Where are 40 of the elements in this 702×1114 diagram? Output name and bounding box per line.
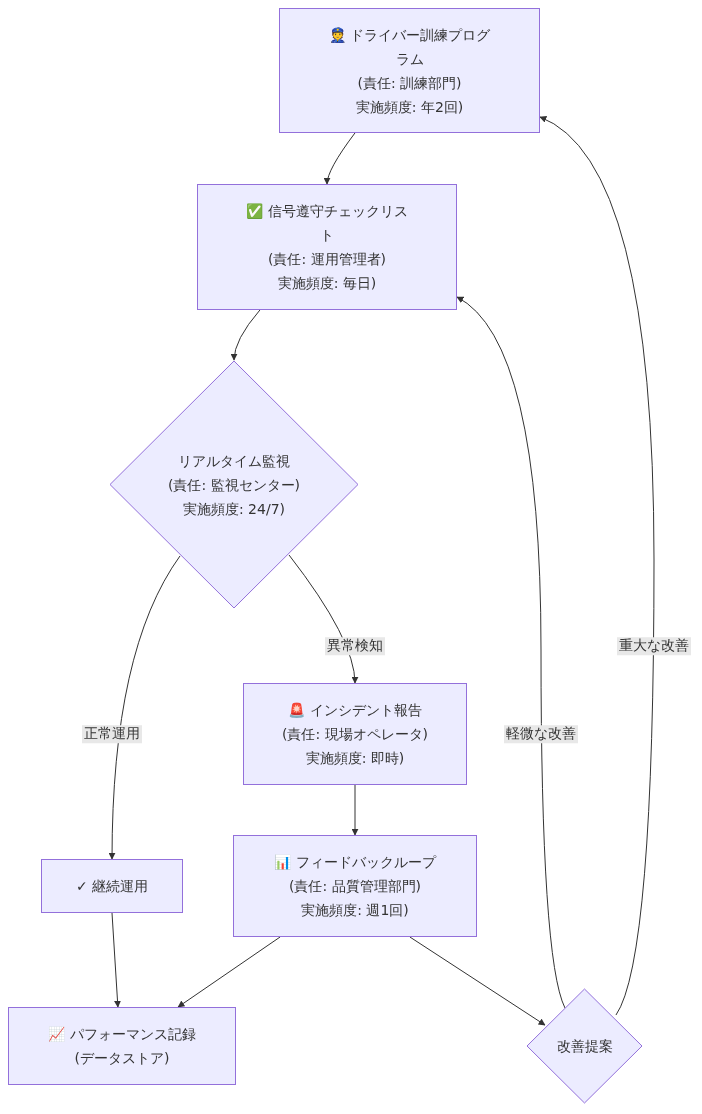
node-text: 実施頻度: 毎日) [277,274,377,293]
node-text: 📊 フィードバックループ [274,853,436,872]
node-text: (データストア) [74,1049,170,1068]
edge-label: 重大な改善 [617,637,691,655]
node-text: 🚨 インシデント報告 [288,701,422,720]
node-text: (責任: 運用管理者) [267,250,387,269]
node-text: 実施頻度: 即時) [305,749,405,768]
node-text: ✅ 信号遵守チェックリスト [245,202,409,245]
node-text: 👮 ドライバー訓練プログラム [327,25,492,69]
edge-label: 軽微な改善 [504,725,578,743]
arrow [111,912,121,1008]
node-text: (責任: 訓練部門) [357,73,462,93]
decision-diamond [526,988,643,1104]
arrow [177,936,281,1008]
node-text: (責任: 監視センター) [167,475,301,495]
arrow [456,296,566,1009]
node-text: (責任: 現場オペレータ) [281,725,429,744]
node-text: 実施頻度: 週1回) [301,901,409,920]
arrow [409,936,546,1026]
process-box [197,184,457,310]
edge-label: 正常運用 [82,725,142,743]
node-text: 改善提案 [556,1037,613,1056]
arrow [351,784,359,836]
process-box [8,1007,236,1085]
node-text: ✓ 継続運用 [75,877,149,896]
decision-diamond [109,360,359,609]
process-box [41,859,183,913]
node-text: リアルタイム監視 [178,451,290,471]
arrow [324,132,356,185]
node-text: (責任: 品質管理部門) [288,877,422,896]
arrow [108,555,181,860]
node-text: 📈 パフォーマンス記録 [48,1025,196,1044]
arrow [539,116,655,1016]
process-box [279,8,540,133]
process-box [233,835,477,937]
arrow [230,309,261,361]
edge-label: 異常検知 [325,637,385,655]
process-box [243,683,467,785]
node-text: 実施頻度: 年2回) [355,97,464,117]
node-text: 実施頻度: 24/7) [182,499,286,519]
